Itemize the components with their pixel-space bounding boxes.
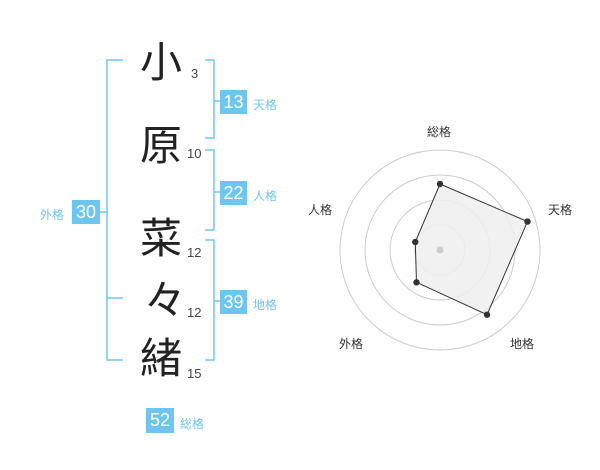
jinkaku-value: 22 — [220, 181, 247, 205]
tenkaku-label: 天格 — [253, 98, 278, 112]
radar-axis-label-jinkaku: 人格 — [308, 203, 333, 217]
radar-point-1 — [524, 218, 531, 225]
tenkaku-bracket — [205, 59, 215, 139]
chikaku-label: 地格 — [253, 298, 278, 312]
name-char-5: 緒 — [140, 334, 183, 383]
name-char-2: 原 — [140, 121, 183, 170]
radar-ring-4 — [339, 149, 541, 351]
gaikaku-bracket — [106, 59, 123, 361]
name-char-4: 々 — [144, 276, 187, 325]
soukaku-value: 52 — [146, 408, 174, 433]
radar-point-4 — [412, 238, 419, 246]
stroke-count-2: 10 — [187, 146, 202, 161]
radar-point-3 — [413, 279, 420, 286]
radar-point-0 — [436, 180, 444, 188]
radar-axis-label-tenkaku: 天格 — [548, 203, 573, 217]
chikaku-bracket — [205, 239, 215, 361]
stroke-count-1: 3 — [191, 66, 199, 81]
radar-polygon — [414, 183, 529, 316]
soukaku-label: 総格 — [180, 417, 205, 431]
jinkaku-label: 人格 — [253, 189, 278, 203]
jinkaku-bracket — [205, 149, 215, 231]
stroke-count-5: 15 — [187, 366, 202, 381]
stroke-count-4: 12 — [187, 305, 202, 320]
radar-axis-label-chikaku: 地格 — [510, 337, 535, 351]
tenkaku-value: 13 — [220, 90, 247, 114]
name-char-3: 菜 — [140, 214, 183, 263]
gaikaku-value: 30 — [72, 200, 100, 224]
gaikaku-label: 外格 — [40, 208, 65, 222]
stroke-count-3: 12 — [187, 245, 202, 260]
radar-center — [436, 246, 444, 254]
radar-point-2 — [483, 311, 491, 318]
chikaku-value: 39 — [220, 290, 247, 314]
name-char-1: 小 — [140, 38, 183, 87]
radar-axis-label-soukaku: 総格 — [427, 125, 452, 139]
radar-axis-label-gaikaku: 外格 — [339, 337, 364, 351]
